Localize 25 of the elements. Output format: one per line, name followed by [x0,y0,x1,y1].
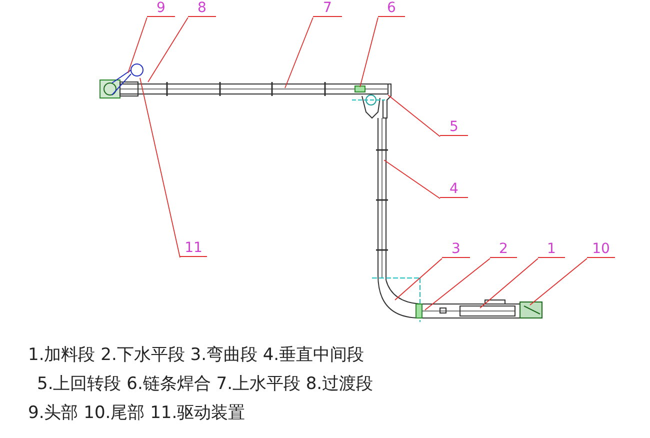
legend-note: 5.上回转段 6.链条焊合 7.上水平段 8.过渡段 [37,373,374,395]
leader-line [384,160,440,199]
leader-line [530,258,588,306]
leader-line [140,78,180,258]
callout-number: 4 [440,182,468,198]
leader-line [388,94,440,137]
callout-number: 3 [442,242,470,258]
leader-line [480,258,538,308]
callout-number: 2 [490,242,517,258]
callout-number: 8 [188,1,216,17]
leader-line [128,17,148,74]
callout-number: 9 [147,1,175,17]
callout-number: 5 [440,120,468,136]
callout-number: 11 [180,241,207,257]
leader-line [360,17,378,88]
legend-note: 9.头部 10.尾部 11.驱动装置 [28,402,246,424]
callout-number: 1 [538,242,565,258]
callout-number: 6 [378,1,405,17]
leader-line [394,258,442,300]
callout-number: 10 [587,242,615,258]
leader-line [284,17,314,88]
legend-note: 1.加料段 2.下水平段 3.弯曲段 4.垂直中间段 [28,344,364,366]
leader-line [424,258,490,310]
leader-line [148,17,188,82]
callout-number: 7 [313,1,342,17]
